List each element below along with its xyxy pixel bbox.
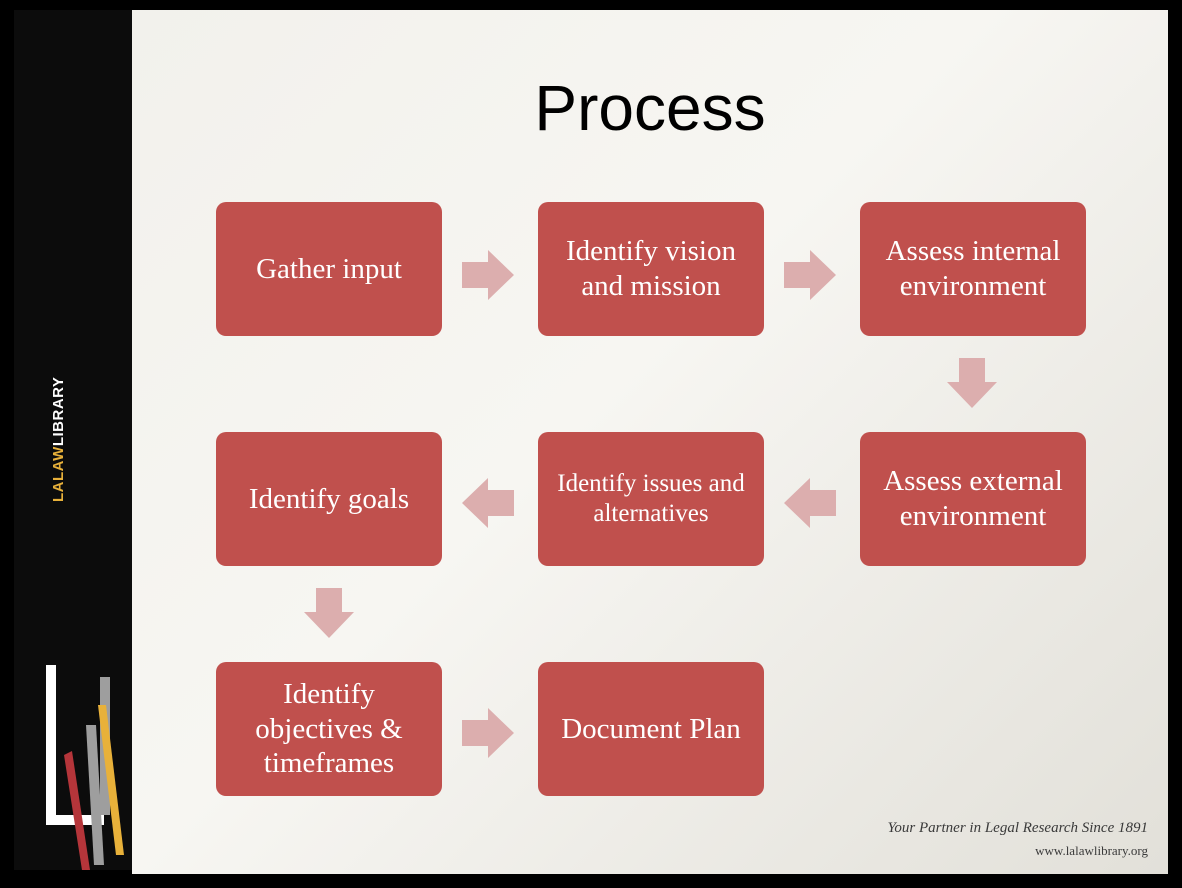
- step-assess-internal: Assess internal environment: [860, 202, 1086, 336]
- arrow-down-icon: [304, 588, 354, 638]
- footer-tagline: Your Partner in Legal Research Since 189…: [887, 820, 1148, 836]
- slide-canvas: Process Gather input Identify vision and…: [132, 10, 1168, 874]
- arrow-right-icon: [784, 250, 836, 300]
- step-identify-vision: Identify vision and mission: [538, 202, 764, 336]
- brand-wordmark: LALAWLIBRARY: [50, 376, 67, 502]
- arrow-down-icon: [947, 358, 997, 408]
- brand-sidebar: LALAWLIBRARY: [14, 10, 132, 870]
- step-gather-input: Gather input: [216, 202, 442, 336]
- footer-url: www.lalawlibrary.org: [1035, 843, 1148, 858]
- step-identify-objectives: Identify objectives & timeframes: [216, 662, 442, 796]
- step-assess-external: Assess external environment: [860, 432, 1086, 566]
- library-logo-icon: [46, 665, 124, 870]
- arrow-left-icon: [462, 478, 514, 528]
- slide-title: Process: [534, 72, 766, 144]
- arrow-right-icon: [462, 708, 514, 758]
- step-identify-goals: Identify goals: [216, 432, 442, 566]
- arrow-left-icon: [784, 478, 836, 528]
- arrow-right-icon: [462, 250, 514, 300]
- step-identify-issues: Identify issues and alternatives: [538, 432, 764, 566]
- slide-footer: Your Partner in Legal Research Since 189…: [887, 820, 1148, 859]
- step-document-plan: Document Plan: [538, 662, 764, 796]
